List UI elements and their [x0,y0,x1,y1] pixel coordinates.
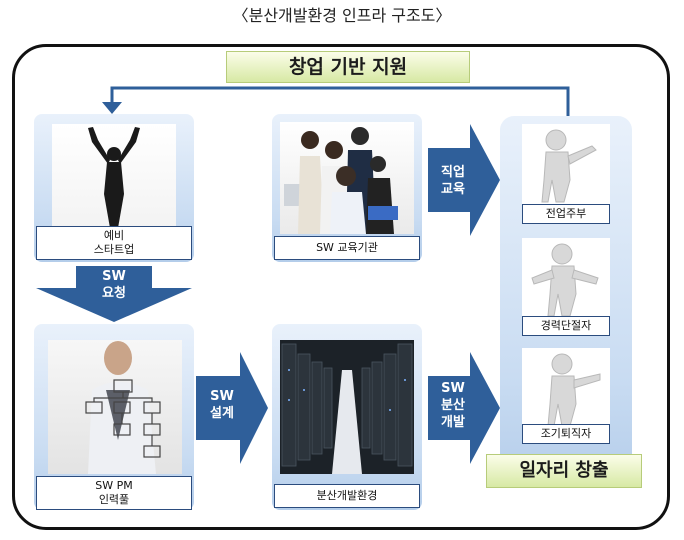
request-arrow-line1: SW [102,269,126,284]
workers-panel: 전업주부 경력단절자 조기퇴직자 [500,116,632,488]
figure-icon [531,243,599,317]
edu-caption: SW 교육기관 [274,236,420,260]
person-career-break [522,238,610,318]
startup-caption-line1: 예비 [103,229,125,242]
dev-arrow-line2: 분산 [441,398,465,413]
pm-caption-line2: 인력풀 [98,493,130,506]
dev-arrow [428,352,500,464]
figure-icon [541,129,597,203]
training-arrow-label: 직업 교육 [428,164,478,198]
pm-caption-line1: SW PM [95,479,133,492]
homemaker-caption: 전업주부 [522,204,610,224]
person-early-retiree [522,348,610,428]
bottom-banner: 일자리 창출 [486,454,642,488]
dev-arrow-line1: SW [441,381,465,396]
startup-card: 예비 스타트업 [34,114,194,262]
pm-card: SW PM 인력풀 [34,324,194,510]
top-banner: 창업 기반 지원 [226,51,470,83]
career-break-caption: 경력단절자 [522,316,610,336]
infra-photo [280,340,414,474]
infra-caption-label: 분산개발환경 [316,489,378,502]
infra-card: 분산개발환경 [272,324,422,510]
startup-caption-line2: 스타트업 [93,243,135,256]
edu-caption-label: SW 교육기관 [316,241,378,254]
startup-photo [52,124,176,228]
edu-card: SW 교육기관 [272,114,422,262]
person-homemaker [522,124,610,204]
design-arrow [196,352,268,464]
server-room-icon [281,343,413,474]
diagram-title: 〈분산개발환경 인프라 구조도〉 [232,6,452,25]
pm-caption: SW PM 인력풀 [36,476,192,510]
homemaker-label: 전업주부 [545,207,587,220]
request-arrow-line2: 요청 [102,286,126,301]
early-retiree-caption: 조기퇴직자 [522,424,610,444]
pm-photo [48,340,182,474]
startup-caption: 예비 스타트업 [36,226,192,260]
infra-caption: 분산개발환경 [274,484,420,508]
training-arrow [428,124,500,236]
design-arrow-line2: 설계 [210,406,234,421]
design-arrow-line1: SW [210,389,234,404]
dev-arrow-label: SW 분산 개발 [428,380,478,431]
silhouette-icon [88,127,140,228]
career-break-label: 경력단절자 [540,319,592,332]
training-arrow-line1: 직업 [441,165,465,180]
training-arrow-line2: 교육 [441,182,465,197]
request-arrow-label: SW 요청 [74,268,154,302]
dev-arrow-line3: 개발 [441,415,465,430]
early-retiree-label: 조기퇴직자 [540,427,592,440]
flowchart-icon [85,341,161,474]
figure-icon [547,353,601,427]
edu-photo [280,122,414,234]
request-arrow [36,266,192,322]
students-icon [284,127,398,234]
design-arrow-label: SW 설계 [196,388,248,422]
